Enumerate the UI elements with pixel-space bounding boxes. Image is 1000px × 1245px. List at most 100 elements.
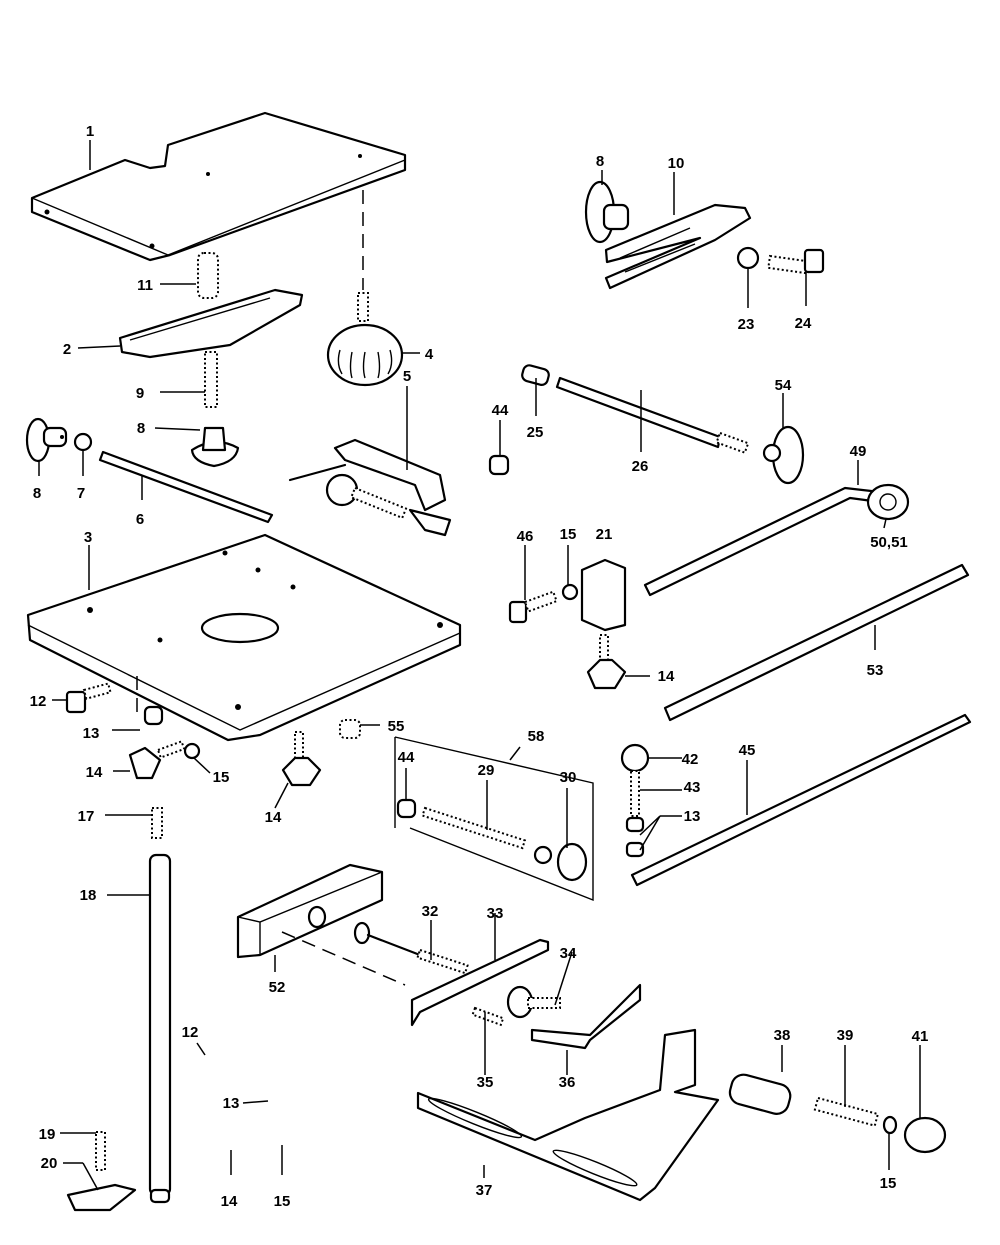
part-channel <box>410 938 550 1027</box>
callout-8-left: 8 <box>33 485 41 502</box>
callout-21: 21 <box>596 526 613 543</box>
part-spring-39 <box>813 1096 880 1127</box>
part-end-cap <box>903 1116 947 1154</box>
part-screw-35 <box>471 1006 505 1027</box>
callout-38: 38 <box>774 1027 791 1044</box>
callout-13-bottom: 13 <box>223 1095 240 1112</box>
callout-43: 43 <box>684 779 701 796</box>
callout-55: 55 <box>388 718 405 735</box>
part-wooden-fork <box>604 203 752 290</box>
callout-18: 18 <box>80 887 97 904</box>
part-wing-nut <box>190 426 240 468</box>
part-spring-11 <box>197 252 219 299</box>
part-bracket-20 <box>66 1183 137 1212</box>
callout-41: 41 <box>912 1028 929 1045</box>
callout-44-top: 44 <box>492 402 509 419</box>
callout-50-51: 50,51 <box>870 534 908 551</box>
part-spring-55 <box>339 719 361 739</box>
callout-45: 45 <box>739 742 756 759</box>
callout-13-top: 13 <box>83 725 100 742</box>
part-base-plate <box>26 533 462 742</box>
part-nut-13 <box>143 705 164 726</box>
part-cranked-rod <box>643 483 910 597</box>
callout-32: 32 <box>422 903 439 920</box>
part-star-knob-screw-14 <box>128 740 186 780</box>
callout-15-bottom: 15 <box>274 1193 291 1210</box>
callout-36: 36 <box>559 1074 576 1091</box>
callout-53: 53 <box>867 662 884 679</box>
part-bushing-25 <box>521 364 550 386</box>
part-threaded-rod-32 <box>353 921 469 975</box>
callout-23: 23 <box>738 316 755 333</box>
callout-58: 58 <box>528 728 545 745</box>
part-hex-bolt-24 <box>767 248 825 275</box>
part-star-knob-14c <box>281 731 322 787</box>
callout-29: 29 <box>478 762 495 779</box>
callout-13-right: 13 <box>684 808 701 825</box>
callout-37: 37 <box>476 1182 493 1199</box>
callout-15-left: 15 <box>213 769 230 786</box>
callout-14-left: 14 <box>86 764 103 781</box>
callout-35: 35 <box>477 1074 494 1091</box>
callout-52: 52 <box>269 979 286 996</box>
callout-14-bottom: 14 <box>221 1193 238 1210</box>
callout-26: 26 <box>632 458 649 475</box>
callout-12-bottom: 12 <box>182 1024 199 1041</box>
callout-9: 9 <box>136 385 144 402</box>
part-angle-bracket <box>416 1028 720 1202</box>
callout-1: 1 <box>86 123 94 140</box>
part-nut-44 <box>488 454 510 476</box>
assembly-axis-3 <box>281 931 406 986</box>
part-top-plate <box>30 111 407 262</box>
leader-lines <box>38 140 921 1191</box>
callout-2: 2 <box>63 341 71 358</box>
part-spring-clip <box>530 983 642 1050</box>
callout-25: 25 <box>527 424 544 441</box>
callout-49: 49 <box>850 443 867 460</box>
callout-33: 33 <box>487 905 504 922</box>
part-hex-bolt-46 <box>508 590 558 624</box>
callout-30: 30 <box>560 769 577 786</box>
callout-10: 10 <box>668 155 685 172</box>
callout-3: 3 <box>84 529 92 546</box>
callout-14-block: 14 <box>658 668 675 685</box>
part-wood-screw-19 <box>95 1131 106 1171</box>
callout-24: 24 <box>795 315 812 332</box>
callout-42: 42 <box>682 751 699 768</box>
part-knurled-sleeve <box>728 1073 792 1115</box>
part-clamp-block <box>580 558 627 632</box>
part-c-clamp <box>288 438 452 537</box>
part-column <box>148 853 172 1204</box>
part-hex-bolt-12 <box>65 682 112 714</box>
callout-54: 54 <box>775 377 792 394</box>
callout-34: 34 <box>560 945 577 962</box>
part-washer-7 <box>73 432 93 452</box>
callout-39: 39 <box>837 1027 854 1044</box>
callout-5: 5 <box>403 368 411 385</box>
callout-17: 17 <box>78 808 95 825</box>
callout-6: 6 <box>136 511 144 528</box>
part-screw-kit-58 <box>394 736 594 902</box>
part-rod-53 <box>663 563 970 722</box>
callout-46: 46 <box>517 528 534 545</box>
part-washer-15d <box>882 1115 898 1135</box>
part-washer-15 <box>561 583 579 601</box>
callout-19: 19 <box>39 1126 56 1143</box>
part-screw-17 <box>151 807 163 839</box>
part-star-knob-14 <box>586 634 627 690</box>
part-carriage-bolt <box>506 985 561 1019</box>
callout-7: 7 <box>77 485 85 502</box>
callout-15-right: 15 <box>880 1175 897 1192</box>
part-wing-knob <box>25 417 68 463</box>
part-long-rail <box>630 713 972 887</box>
callout-20: 20 <box>41 1155 58 1172</box>
part-wing-knob-54 <box>762 425 805 485</box>
callout-8-center: 8 <box>137 420 145 437</box>
part-clamp-bar <box>118 288 304 359</box>
part-washer-23 <box>736 246 760 270</box>
part-washer-15b <box>183 742 201 760</box>
callout-14-center: 14 <box>265 809 282 826</box>
part-wing-knob-right <box>584 180 630 244</box>
part-wooden-block <box>236 863 384 959</box>
